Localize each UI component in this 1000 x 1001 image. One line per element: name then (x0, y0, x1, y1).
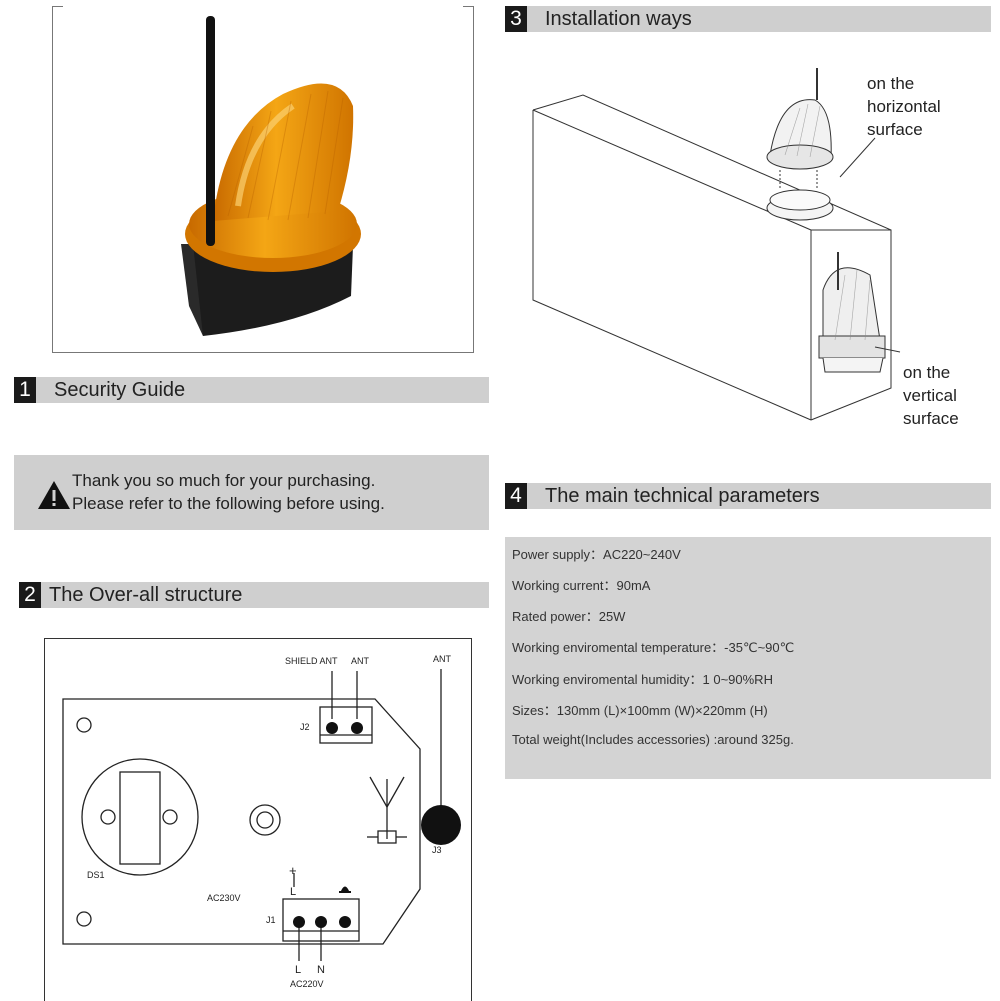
section-header-security: 1 Security Guide (14, 377, 489, 403)
section-number: 4 (505, 483, 527, 509)
pcb-label-j1: J1 (266, 915, 276, 925)
param-temperature: Working enviromental temperature：-35℃~90… (512, 640, 795, 655)
callout-horizontal-line-2: horizontal (867, 97, 941, 116)
callout-horizontal-line-3: surface (867, 120, 923, 139)
notice-line-1: Thank you so much for your purchasing. (72, 471, 376, 490)
callout-horizontal-line-1: on the (867, 74, 915, 93)
param-working-current: Working current：90mA (512, 578, 651, 593)
param-weight: Total weight(Includes accessories) :arou… (512, 732, 794, 747)
pcb-label-j2: J2 (300, 722, 310, 732)
parameters-box: Power supply：AC220~240V Working current：… (505, 537, 991, 779)
pcb-label-ant-j2: ANT (351, 656, 369, 666)
param-power-supply: Power supply：AC220~240V (512, 547, 681, 562)
section-title: The Over-all structure (49, 583, 243, 606)
callout-vertical-line-2: vertical (903, 386, 957, 405)
warning-triangle-icon (38, 481, 70, 509)
pcb-label-ds1: DS1 (87, 870, 105, 880)
notice-text: Thank you so much for your purchasing. P… (72, 469, 385, 515)
param-rated-power: Rated power：25W (512, 609, 626, 624)
section-header-params: 4 The main technical parameters (505, 483, 991, 509)
pcb-label-ac230: AC230V (207, 893, 241, 903)
section-title: Installation ways (545, 7, 692, 30)
section-title: The main technical parameters (545, 484, 820, 507)
installation-diagram (532, 68, 901, 421)
section-number: 3 (505, 6, 527, 32)
pcb-label-ac220: AC220V (290, 979, 324, 989)
callout-vertical: on the vertical surface (903, 361, 959, 430)
notice-box: Thank you so much for your purchasing. P… (14, 455, 489, 530)
pcb-label-shield-ant: SHIELD ANT (285, 656, 338, 666)
section-header-structure: 2 The Over-all structure (19, 582, 489, 608)
pcb-label-j3: J3 (432, 845, 442, 855)
pcb-label-n: N (317, 964, 325, 976)
pcb-diagram: SHIELD ANT ANT ANT J2 J3 DS1 AC230V + L … (44, 638, 472, 1001)
pcb-label-l: L (295, 964, 302, 976)
product-photo-frame (52, 6, 474, 353)
pcb-label-ant: ANT (433, 654, 451, 664)
section-number: 1 (14, 377, 36, 403)
callout-vertical-line-3: surface (903, 409, 959, 428)
section-number: 2 (19, 582, 41, 608)
warning-lamp-photo (181, 16, 361, 336)
callout-horizontal: on the horizontal surface (867, 72, 941, 141)
pcb-drawing (62, 669, 461, 961)
section-header-installation: 3 Installation ways (505, 6, 991, 32)
pcb-label-plus: + (289, 863, 297, 878)
param-sizes: Sizes：130mm (L)×100mm (W)×220mm (H) (512, 703, 768, 718)
notice-line-2: Please refer to the following before usi… (72, 494, 385, 513)
pcb-label-l-top: L (290, 886, 297, 898)
callout-vertical-line-1: on the (903, 363, 951, 382)
param-humidity: Working enviromental humidity：1 0~90%RH (512, 672, 773, 687)
section-title: Security Guide (54, 378, 186, 401)
